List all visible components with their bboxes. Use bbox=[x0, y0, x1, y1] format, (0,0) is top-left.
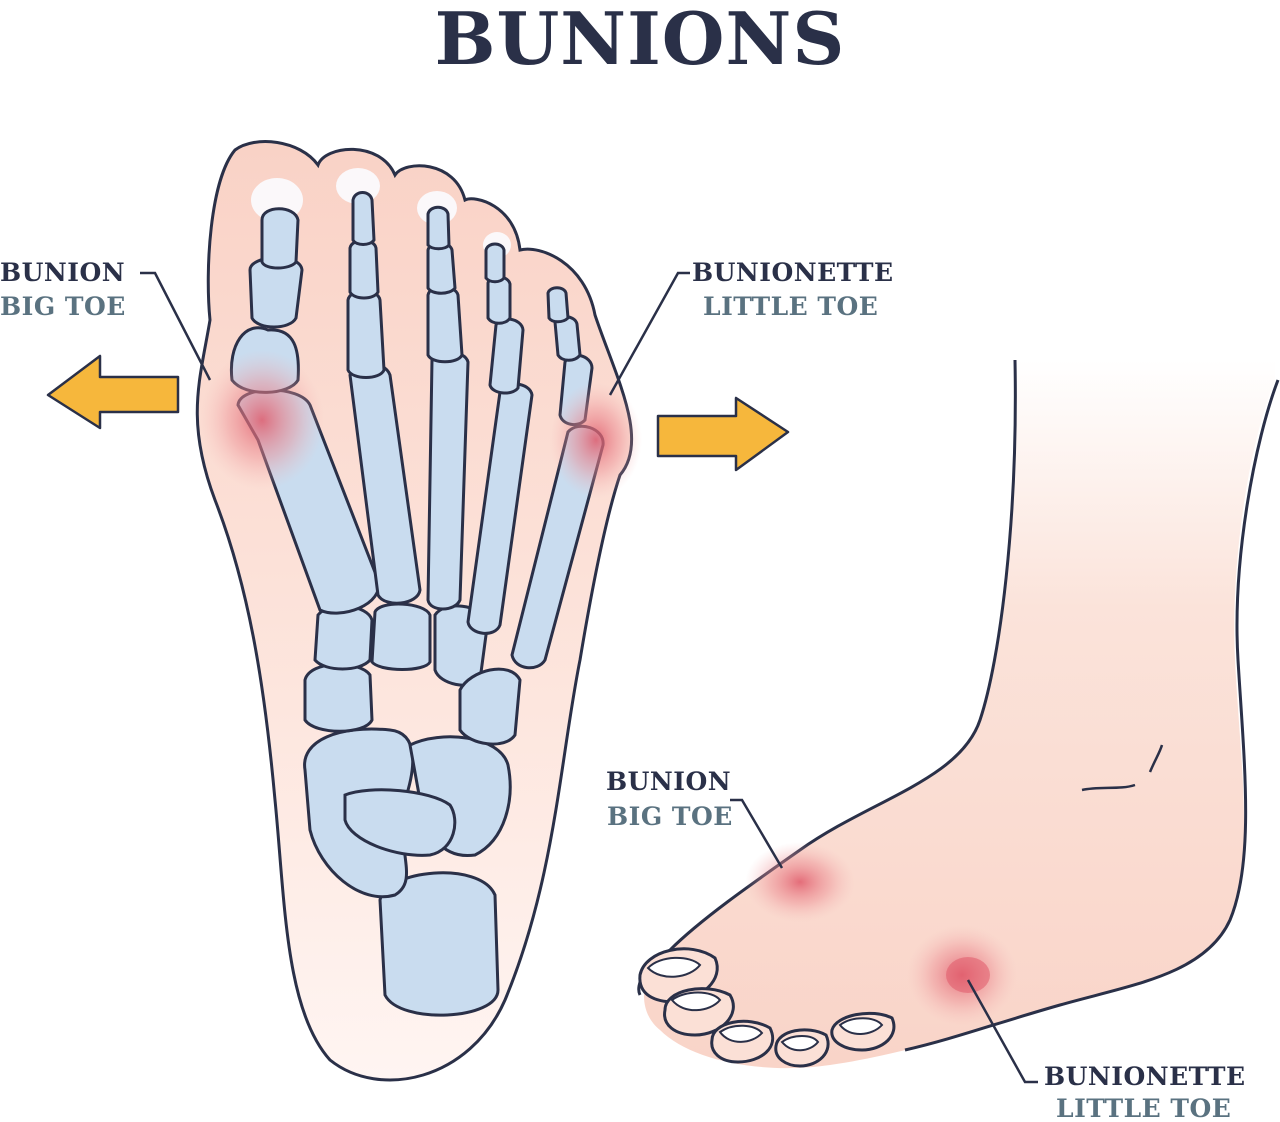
metatarsal-3 bbox=[426, 350, 470, 611]
toenail-3 bbox=[718, 1024, 764, 1043]
toe5-distal bbox=[546, 286, 570, 324]
toenail-4 bbox=[780, 1035, 820, 1052]
toe3-mid bbox=[426, 241, 457, 295]
bunionette-inflammation-core bbox=[946, 957, 990, 993]
bone-cuneiform-2 bbox=[370, 602, 432, 671]
arrow-right-icon bbox=[656, 396, 790, 472]
label-bunionette-side-line2: LITTLE TOE bbox=[1056, 1094, 1232, 1122]
toenail-2 bbox=[670, 991, 722, 1012]
arrow-left-icon bbox=[46, 354, 180, 430]
bone-cuneiform-4 bbox=[313, 604, 374, 671]
toe4-mid bbox=[486, 275, 512, 325]
label-bunion-side-line1: BUNION bbox=[606, 767, 732, 796]
bunion-inflammation-top bbox=[200, 350, 324, 490]
toenail-1 bbox=[646, 956, 702, 978]
side-view-foot bbox=[637, 359, 1280, 1084]
toe4-proximal bbox=[488, 317, 525, 395]
ankle-crease bbox=[1081, 783, 1136, 792]
toe3-proximal bbox=[426, 285, 464, 364]
toe2-mid bbox=[348, 239, 380, 300]
diagram-title: BUNIONS bbox=[434, 0, 846, 81]
skeleton-foot bbox=[46, 140, 790, 1082]
label-bunion-top-line2: BIG TOE bbox=[0, 292, 126, 321]
bone-cuboid bbox=[343, 788, 457, 857]
callout-bunion-top bbox=[140, 271, 212, 381]
toe3-distal bbox=[426, 205, 451, 251]
callout-bunionette-top bbox=[608, 271, 690, 396]
callout-bunionette-side bbox=[966, 979, 1038, 1084]
bunion-inflammation-side bbox=[745, 842, 855, 922]
bunionette-inflammation-top bbox=[550, 382, 642, 498]
bone-calcaneus bbox=[378, 871, 500, 1017]
callout-bunion-side bbox=[730, 798, 784, 869]
ankle-crease-2 bbox=[1148, 744, 1164, 773]
toe2-proximal bbox=[346, 289, 386, 379]
toe4-distal bbox=[484, 242, 506, 284]
bone-cuboid-lateral bbox=[458, 667, 522, 746]
leg-back-outline bbox=[904, 379, 1280, 1052]
toe2-distal bbox=[351, 191, 376, 246]
toenail-5 bbox=[838, 1017, 884, 1035]
label-bunionette-top-line2: LITTLE TOE bbox=[703, 292, 879, 321]
label-bunionette-top-line1: BUNIONETTE bbox=[692, 258, 894, 287]
label-bunionette-side-line1: BUNIONETTE bbox=[1044, 1062, 1246, 1091]
big-toe-distal bbox=[260, 207, 300, 270]
bone-cuneiform-1 bbox=[303, 662, 374, 733]
label-bunion-side-line2: BIG TOE bbox=[607, 802, 733, 831]
label-bunion-top-line1: BUNION bbox=[0, 258, 126, 287]
